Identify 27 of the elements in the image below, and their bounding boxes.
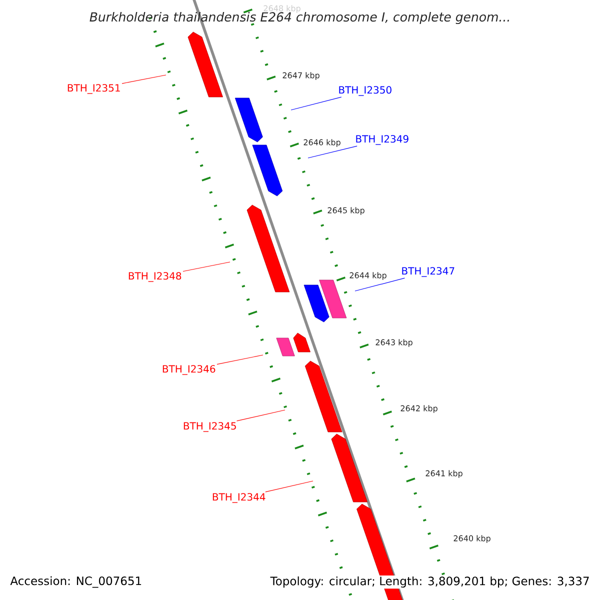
leader-line	[182, 262, 230, 272]
leader-line	[216, 354, 264, 365]
title: Burkholderia thailandensis E264 chromosome I, complete genom...	[90, 12, 509, 24]
tick-label: 2643 kbp	[376, 339, 412, 347]
leader-line	[290, 96, 342, 110]
gene-label: BTH_I2349	[356, 135, 408, 145]
gene-label: BTH_I2347	[402, 267, 454, 277]
gene-label: BTH_I2344	[212, 493, 266, 503]
leader-line	[308, 146, 358, 158]
tick-label: 2647 kbp	[282, 72, 320, 80]
genome-info: Topology: circular; Length: 3,809,201 bp; Genes: 3,337	[269, 575, 591, 589]
leader-line	[236, 410, 286, 422]
tick-label: 2641 kbp	[426, 470, 462, 478]
gene-label: BTH_I2348	[128, 272, 182, 282]
tick-label: 2640 kbp	[454, 535, 490, 543]
gene-label: BTH_I2351	[68, 84, 120, 94]
leader-line	[354, 278, 405, 292]
accession-text: Accession: NC_007651	[10, 576, 142, 588]
leader-line	[122, 74, 166, 84]
tick-label: 2646 kbp	[304, 139, 340, 147]
gene-label: BTH_I2350	[339, 86, 392, 96]
leader-line	[265, 480, 314, 492]
gene-label: BTH_I2345	[184, 422, 236, 432]
tick-label: 2642 kbp	[400, 405, 438, 413]
tick-label: 2645 kbp	[328, 207, 364, 215]
tick-label: 2644 kbp	[350, 272, 386, 280]
gene-label: BTH_I2346	[162, 365, 216, 375]
